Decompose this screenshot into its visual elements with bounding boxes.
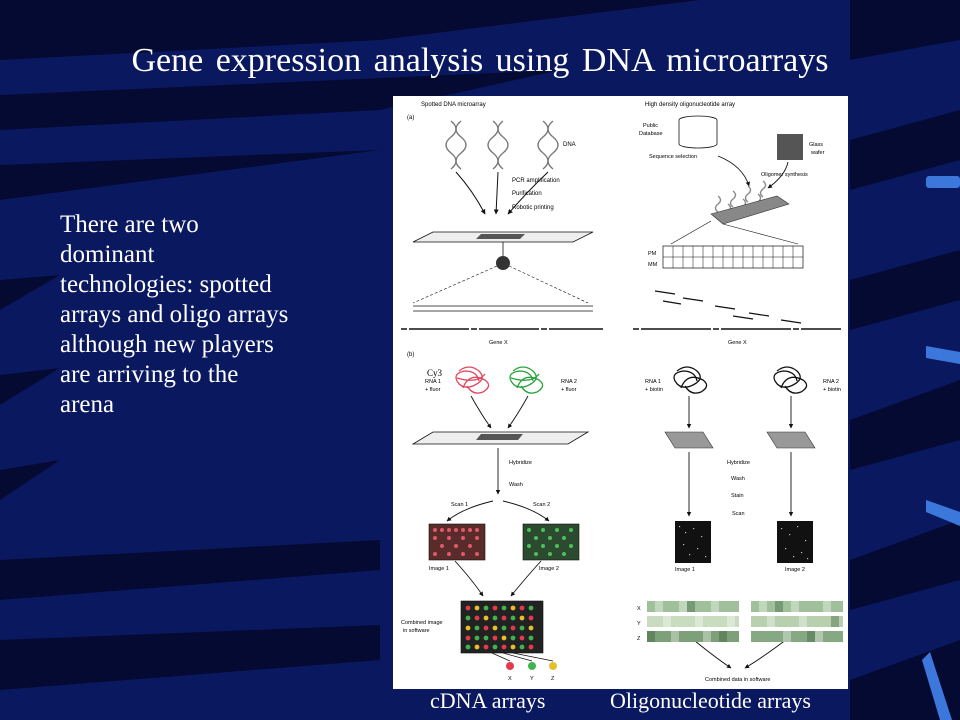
cy3-label: Cy3 [427,368,443,378]
dot-x-label: X [508,676,512,682]
dna-label: DNA [563,142,576,148]
panel-a-tag: (a) [407,115,414,121]
scan2-label: Scan 2 [533,502,550,508]
panel-b: (b) Cy3 RNA 1 + fluor RNA 2 + fluor [401,352,843,683]
glass-wafer-icon [777,134,803,160]
panel-b-tag: (b) [407,352,414,358]
rna1-right-l1: RNA 1 [645,379,661,385]
caption-cdna: cDNA arrays [430,688,546,713]
rna2-right-l1: RNA 2 [823,379,839,385]
dna-helix-icons [445,120,559,170]
dot-y-label: Y [530,676,534,682]
printing-arrows [455,171,549,215]
gene-x-right: Gene X [728,340,747,346]
stain-label: Stain [731,493,744,499]
rna2-left-l1: RNA 2 [561,379,577,385]
accent-marks [922,176,960,720]
pcr-label: PCR amplification [512,178,560,184]
combined-image-l2: in software [403,628,430,634]
rna1-left-l1: RNA 1 [425,379,441,385]
image1-left-label: Image 1 [429,566,449,572]
dot-z-label: Z [551,676,555,682]
image2-green-array [522,523,580,561]
rna-green-tangle [509,366,544,394]
pm-label: PM [648,251,657,257]
combined-array [460,600,544,654]
slide-title: Gene expression analysis using DNA micro… [131,42,829,79]
oligo-chip-b2 [766,431,816,449]
wafer-label: wafer [810,150,825,156]
pm-mm-grid [662,245,804,269]
image1-red-array [428,523,486,561]
rna2-right-l2: + biotin [823,387,841,393]
body-text: There are two dominant technologies: spo… [60,211,289,418]
hybridize-left-label: Hybridize [509,460,532,466]
dot-x [506,662,514,670]
probe-dashes [654,290,802,324]
image2-left-label: Image 2 [539,566,559,572]
sequence-selection-label: Sequence selection [649,154,697,160]
scan-right-label: Scan [732,511,745,517]
image2-right-label: Image 2 [785,567,805,573]
combined-data-label: Combined data in software [705,677,770,683]
spot-area-a [476,234,525,239]
oligo-image2 [777,521,813,563]
rna-biotin-tangle-1 [673,366,708,394]
database-label: Database [639,131,663,137]
purification-label: Purification [512,191,542,197]
expression-heatmap-left [647,601,739,642]
dot-y [528,662,536,670]
public-label: Public [643,123,658,129]
scan1-label: Scan 1 [451,502,468,508]
oligo-chip-a [710,195,790,225]
oligo-chip-b1 [664,431,714,449]
oligomer-synthesis-label: Oligomer synthesis [761,172,808,178]
spot-magnified [496,256,510,270]
image1-right-label: Image 1 [675,567,695,573]
rna-red-tangle [455,366,490,394]
rna-biotin-tangle-2 [773,366,808,394]
microarray-figure: (a) Spotted DNA microarray High density … [393,96,848,689]
hybridize-right-label: Hybridize [727,460,750,466]
oligo-heading: High density oligonucleotide array [645,102,735,108]
database-icon [678,120,718,149]
panel-a: (a) Spotted DNA microarray High density … [401,102,841,346]
glass-label: Glass [809,142,823,148]
caption-oligo: Oligonucleotide arrays [610,688,811,713]
wash-left-label: Wash [509,482,523,488]
dot-z [549,662,557,670]
spotted-heading: Spotted DNA microarray [421,102,486,108]
rna1-right-l2: + biotin [645,387,663,393]
mm-label: MM [648,262,658,268]
row-y-label: Y [637,621,641,627]
expression-heatmap-right [751,601,843,642]
robotic-label: Robotic printing [512,205,554,211]
combined-image-l1: Combined image [401,620,443,626]
row-z-label: Z [637,636,641,642]
rna2-left-l2: + fluor [561,387,577,393]
oligo-image1 [675,521,711,563]
row-x-label: X [637,606,641,612]
rna1-left-l2: + fluor [425,387,441,393]
gene-x-left: Gene X [489,340,508,346]
wash-right-label: Wash [731,476,745,482]
